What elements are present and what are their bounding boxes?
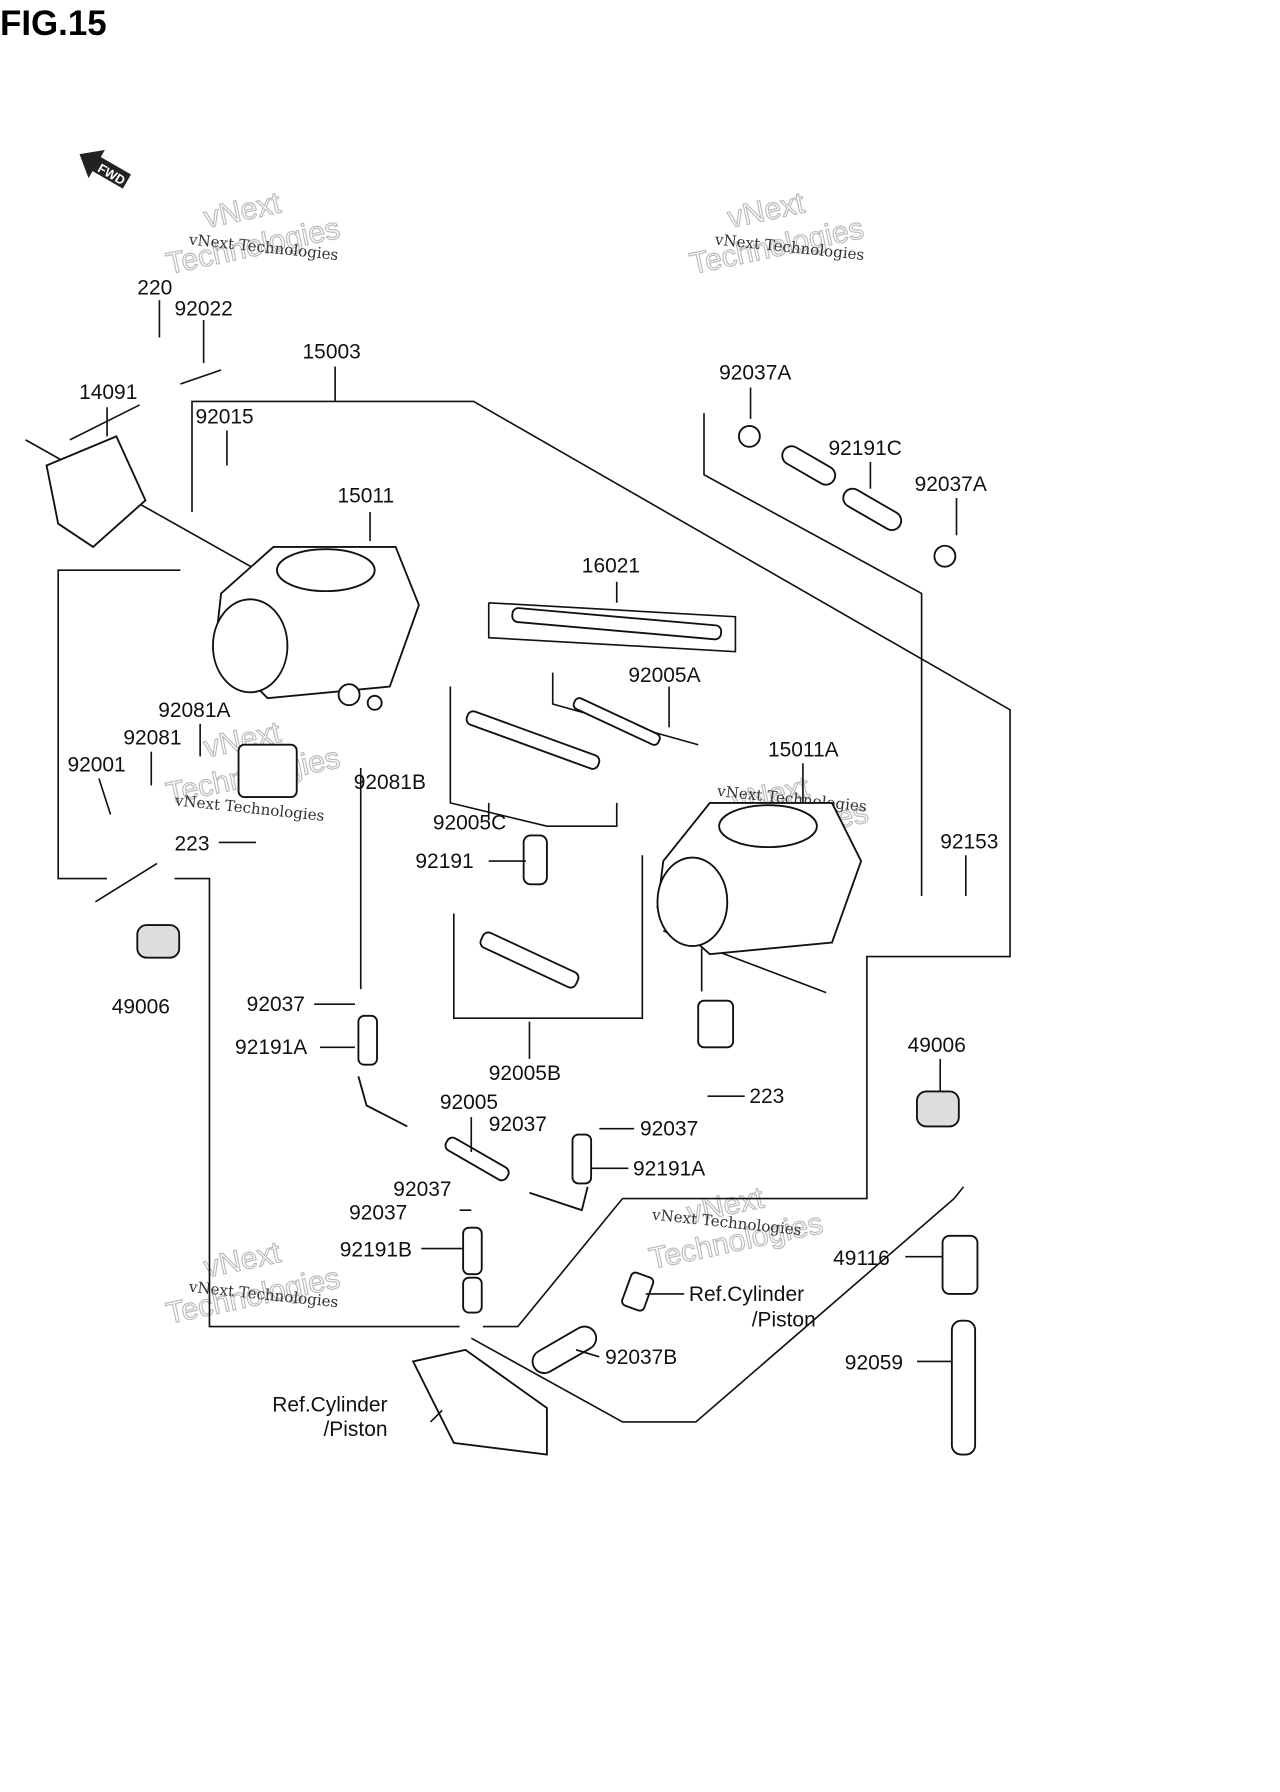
bolt <box>621 1271 655 1312</box>
callout: 92081B <box>354 771 426 794</box>
callout: 92037 <box>489 1113 547 1136</box>
callout: /Piston <box>752 1309 816 1332</box>
callout: Ref.Cylinder <box>689 1283 804 1306</box>
damper-49006 <box>136 924 181 959</box>
leader-lines <box>98 300 967 1423</box>
callout: 49006 <box>112 996 170 1019</box>
callout: 92005A <box>628 664 700 687</box>
callout: 92001 <box>67 753 125 776</box>
hose-92191b <box>462 1226 483 1276</box>
callout: /Piston <box>323 1418 387 1441</box>
callout: 92037A <box>719 361 791 384</box>
callout: 92022 <box>175 297 233 320</box>
clamp <box>737 424 761 448</box>
hose-92191a <box>357 1014 378 1066</box>
callout: 92037 <box>640 1118 698 1141</box>
callout: 92191A <box>633 1157 705 1180</box>
fuel-filter-49116 <box>941 1234 979 1295</box>
spring-92081b <box>366 694 383 711</box>
callout-labels: 220 92022 15003 14091 92015 15011 16021 … <box>67 276 998 1441</box>
callout: 49116 <box>833 1247 890 1270</box>
callout: 15011 <box>337 485 394 508</box>
hose-92037b <box>531 1325 598 1375</box>
callout: 92005B <box>489 1062 561 1085</box>
callout: 92191B <box>340 1239 412 1262</box>
hose-92191c <box>842 487 903 531</box>
hose-92191c <box>781 445 837 486</box>
damper-49006 <box>916 1090 960 1128</box>
callout: Ref.Cylinder <box>272 1393 387 1416</box>
callout: 92005C <box>433 812 506 835</box>
callout: 223 <box>749 1085 784 1108</box>
callout: 92037B <box>605 1346 677 1369</box>
hose-bend <box>529 1186 589 1212</box>
hose-92191 <box>522 834 548 886</box>
callout: 92037A <box>915 473 987 496</box>
clamp <box>933 544 957 568</box>
parts <box>45 424 979 1456</box>
callout: 92191 <box>415 850 473 873</box>
callout: 92005 <box>440 1091 498 1114</box>
hose-bend <box>357 1076 408 1128</box>
cylinder-ref <box>411 1348 548 1456</box>
figure-title: FIG.15 <box>0 4 107 43</box>
callout: 92081 <box>123 727 181 750</box>
callout: 92059 <box>845 1352 903 1375</box>
callout: 223 <box>175 833 210 856</box>
bracket <box>697 999 735 1049</box>
callout: 92153 <box>940 830 998 853</box>
fitting-92005 <box>444 1136 510 1182</box>
carburetor-left <box>212 545 420 707</box>
cover <box>45 435 147 549</box>
fwd-arrow-icon: FWD <box>79 149 131 189</box>
bracket <box>237 743 298 799</box>
callout: 92081A <box>158 699 230 722</box>
callout: 92037 <box>393 1178 451 1201</box>
callout: 49006 <box>908 1034 966 1057</box>
callout: 16021 <box>582 555 640 578</box>
hose-92059 <box>950 1319 977 1456</box>
callout: 15011A <box>768 738 839 761</box>
callout: 92191A <box>235 1036 307 1059</box>
hose-92191a <box>571 1133 593 1185</box>
throttle-shaft <box>511 607 723 641</box>
callout: 92037 <box>247 993 305 1016</box>
hose-92191b <box>462 1276 483 1314</box>
callout: 15003 <box>303 340 361 363</box>
carburetor-right <box>656 801 863 956</box>
callout: 92037 <box>349 1201 407 1224</box>
callout: 92015 <box>195 406 253 429</box>
callout: 220 <box>137 276 172 299</box>
callout: 92191C <box>829 437 902 460</box>
fitting-92005b <box>479 931 580 989</box>
fitting-92005c <box>465 710 601 770</box>
fitting-92005a <box>572 697 661 746</box>
callout: 14091 <box>79 381 137 404</box>
